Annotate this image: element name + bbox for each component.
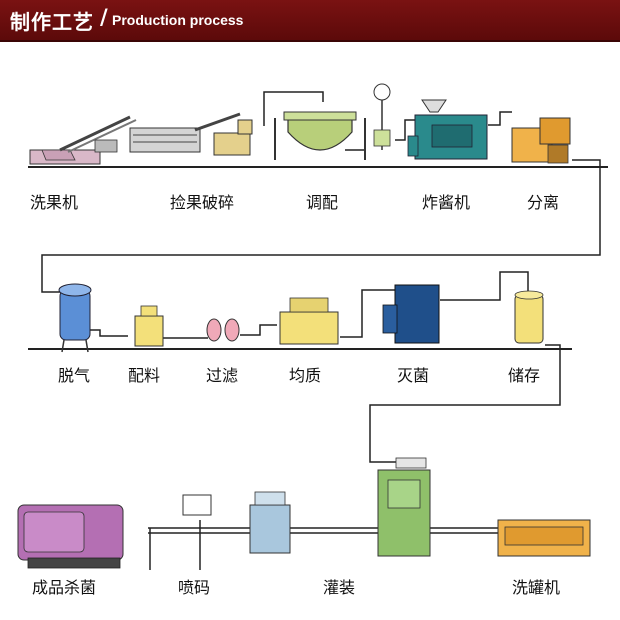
pick-crush-machine	[129, 112, 253, 156]
title-english: Production process	[112, 12, 244, 28]
pipe-degas-to-batch	[88, 329, 128, 337]
pipe-row1-to-row2	[41, 159, 601, 293]
label-storage: 储存	[508, 366, 541, 385]
storage-tank	[514, 290, 544, 344]
separator-machine	[511, 117, 571, 164]
title-separator: /	[100, 5, 108, 29]
product-sterilizer	[17, 504, 124, 569]
label-separate: 分离	[527, 193, 560, 212]
sauce-frying-machine	[407, 99, 488, 160]
pipe-filter-to-homog	[240, 324, 277, 336]
filling-machine	[249, 457, 431, 557]
inkjet-coder	[182, 494, 212, 516]
label-inkjet-code: 喷码	[178, 578, 211, 597]
pipe-row2-to-row3	[369, 344, 561, 463]
pipe-to-separator	[488, 111, 512, 126]
label-pick-crush: 捡果破碎	[170, 193, 235, 212]
label-can-washer: 洗罐机	[512, 578, 561, 597]
label-product-sterilize: 成品杀菌	[32, 578, 97, 597]
pipe-to-fryer	[395, 119, 415, 141]
batching-tank	[134, 305, 164, 347]
title-chinese: 制作工艺	[10, 10, 94, 34]
label-fry-sauce: 炸酱机	[422, 193, 471, 212]
fruit-washer-machine	[29, 115, 137, 165]
pressure-gauge-assembly	[373, 83, 391, 150]
label-wash-fruit: 洗果机	[30, 193, 79, 212]
homogenizer	[279, 297, 339, 345]
label-degas: 脱气	[58, 366, 91, 385]
label-filling: 灌装	[323, 578, 356, 597]
pipe-steril-to-storage	[440, 271, 529, 301]
label-sterilize: 灭菌	[397, 366, 430, 385]
degassing-tank	[58, 283, 92, 353]
label-batching: 配料	[128, 366, 161, 385]
pipe-crush-to-blend	[263, 91, 324, 126]
label-homogenize: 均质	[289, 366, 322, 385]
filter-units	[206, 318, 240, 342]
label-blend: 调配	[306, 193, 339, 212]
label-filter: 过滤	[206, 366, 239, 385]
sterilizer	[382, 284, 440, 344]
header-bar: 制作工艺 / Production process	[0, 0, 620, 42]
production-process-diagram	[17, 83, 608, 570]
pipe-homog-to-steril	[340, 289, 395, 338]
blending-kettle	[274, 111, 366, 160]
can-washing-machine	[497, 519, 591, 557]
